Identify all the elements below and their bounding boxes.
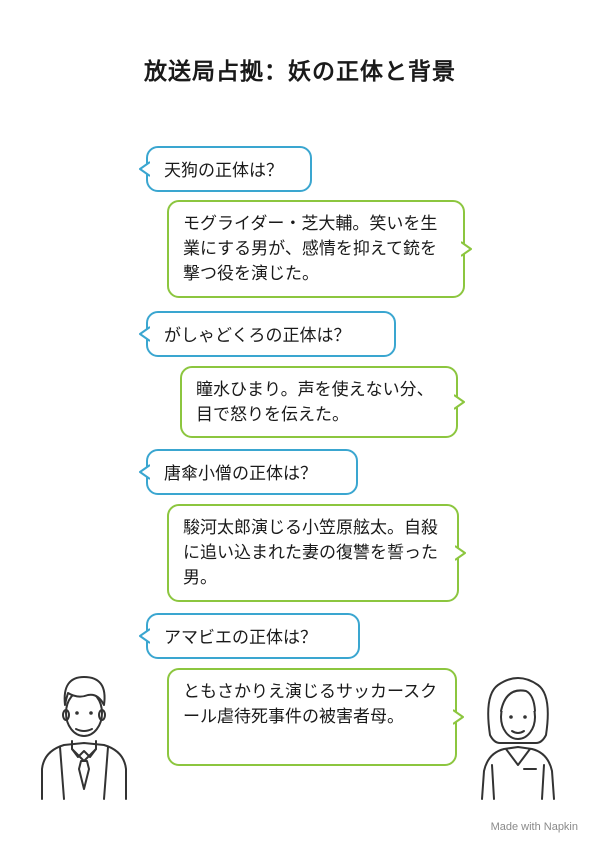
woman-avatar-icon — [481, 677, 555, 800]
bubble-tail-icon — [461, 241, 472, 257]
answer-bubble-2: 瞳水ひまり。声を使えない分、目で怒りを伝えた。 — [180, 366, 465, 438]
question-bubble-1: 天狗の正体は？ — [139, 146, 312, 192]
answer-text-1: モグライダー・芝大輔。笑いを生業にする男が、感情を抑えて銃を撃つ役を演じた。 — [183, 214, 438, 284]
answer-bubble-4: ともさかりえ演じるサッカースクール虐待死事件の被害者母。 — [167, 668, 464, 766]
bubble-tail-icon — [453, 709, 464, 725]
question-text-4: アマビエの正体は？ — [164, 628, 317, 648]
bubble-tail-icon — [455, 545, 466, 561]
answer-bubble-1: モグライダー・芝大輔。笑いを生業にする男が、感情を抑えて銃を撃つ役を演じた。 — [167, 200, 472, 298]
credit-text: Made with Napkin — [490, 821, 578, 833]
man-avatar-icon — [41, 676, 127, 800]
question-text-2: がしゃどくろの正体は？ — [164, 326, 351, 346]
answer-text-2: 瞳水ひまり。声を使えない分、目で怒りを伝えた。 — [196, 380, 434, 425]
question-bubble-2: がしゃどくろの正体は？ — [139, 311, 396, 357]
answer-bubble-3: 駿河太郎演じる小笠原舷太。自殺に追い込まれた妻の復讐を誓った男。 — [167, 504, 466, 602]
napkin-credit[interactable]: Made with Napkin — [491, 821, 578, 833]
question-text-3: 唐傘小僧の正体は？ — [164, 464, 317, 484]
answer-text-3: 駿河太郎演じる小笠原舷太。自殺に追い込まれた妻の復讐を誓った男。 — [183, 518, 438, 588]
question-text-1: 天狗の正体は？ — [164, 161, 283, 181]
bubble-tail-icon — [139, 628, 150, 644]
question-bubble-4: アマビエの正体は？ — [139, 613, 360, 659]
question-bubble-3: 唐傘小僧の正体は？ — [139, 449, 358, 495]
bubble-tail-icon — [139, 161, 150, 177]
bubble-tail-icon — [139, 326, 150, 342]
answer-text-4: ともさかりえ演じるサッカースクール虐待死事件の被害者母。 — [183, 682, 438, 727]
page-title: 放送局占拠：妖の正体と背景 — [144, 59, 456, 85]
bubble-tail-icon — [139, 464, 150, 480]
bubble-tail-icon — [454, 394, 465, 410]
